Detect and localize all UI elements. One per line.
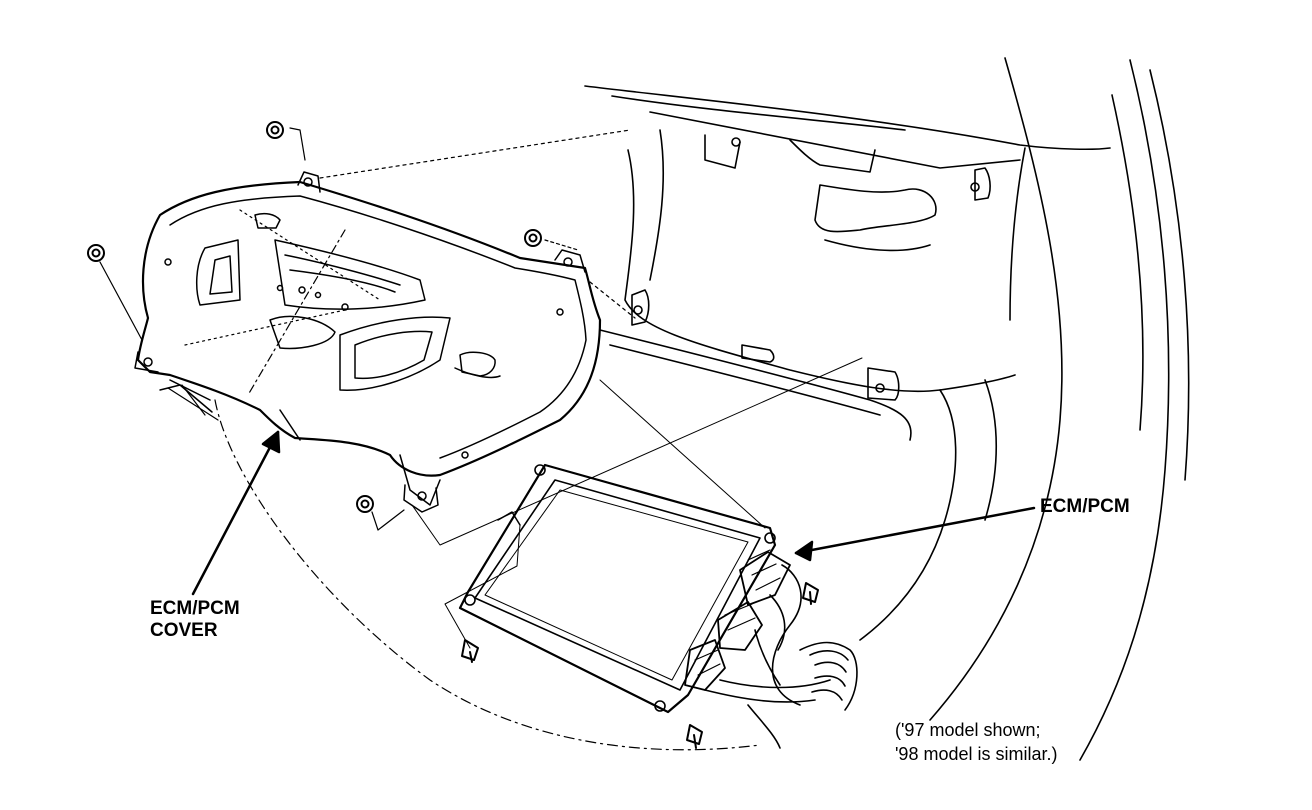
model-note: ('97 model shown; '98 model is similar.) xyxy=(895,718,1057,766)
ecm-pcm-cover-label-line1: ECM/PCM xyxy=(150,598,240,619)
model-note-line2: '98 model is similar.) xyxy=(895,744,1058,764)
vehicle-body-panel xyxy=(584,57,1190,761)
bolt-icon xyxy=(686,724,703,749)
ecm-pcm-cover-label-line2: COVER xyxy=(150,620,218,641)
ecm-pcm-cover-details xyxy=(134,171,587,513)
bolt-icon xyxy=(461,639,479,663)
wiring-harness xyxy=(704,564,858,749)
ecm-pcm-unit xyxy=(458,463,791,714)
bolt-icon xyxy=(802,582,819,605)
ecm-pcm-cover-label: ECM/PCM COVER xyxy=(150,598,240,642)
alignment-lines xyxy=(167,129,863,751)
nut-icon xyxy=(266,121,306,161)
ecm-pcm-label: ECM/PCM xyxy=(1040,496,1130,518)
bolt-icon xyxy=(633,137,980,393)
nut-icon xyxy=(524,229,579,251)
nut-icon xyxy=(356,495,405,531)
ecm-pcm-label-text: ECM/PCM xyxy=(1040,496,1130,517)
ecm-pcm-cover xyxy=(136,180,602,477)
nut-icon xyxy=(87,244,143,341)
model-note-line1: ('97 model shown; xyxy=(895,720,1041,740)
arrow-icon xyxy=(191,430,281,596)
arrow-icon xyxy=(794,506,1036,562)
